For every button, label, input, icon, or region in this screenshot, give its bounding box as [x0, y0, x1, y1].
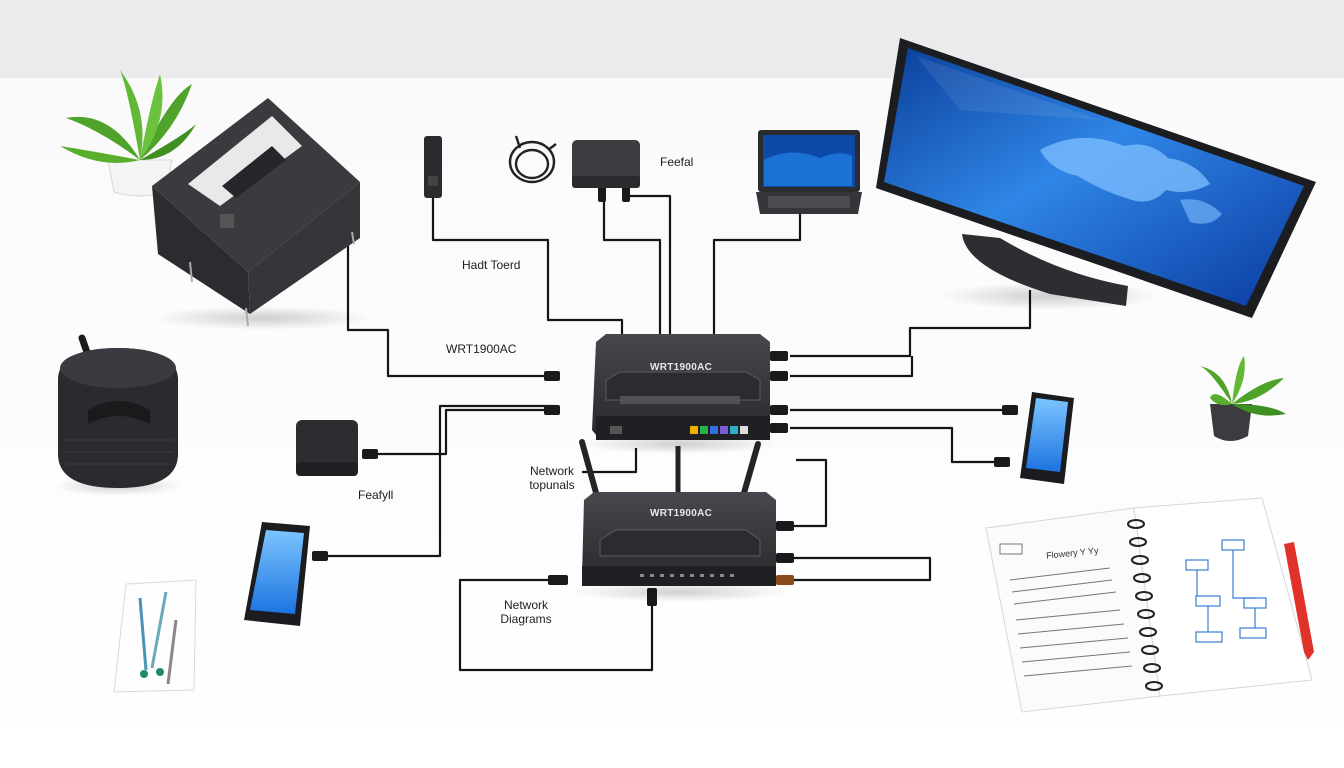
router-bottom-brand: WRT1900AC: [650, 508, 713, 519]
cable-router2-right-b: [790, 556, 932, 582]
cable-monitor-b: [790, 356, 914, 378]
cable-power-adapter: [431, 198, 624, 338]
monitor: [876, 38, 1316, 318]
cable-monitor-a: [790, 290, 1032, 358]
spiral-notebook: [985, 497, 1314, 713]
cable-router2-right-a: [790, 458, 828, 528]
router-bottom: [570, 439, 790, 602]
label-top-right: Feefal: [660, 155, 694, 169]
laptop: [756, 130, 862, 214]
label-hub-caption: Feafyll: [358, 488, 394, 502]
router-top: [580, 334, 780, 454]
cable-left-phone: [318, 404, 556, 558]
cable-printer: [346, 240, 556, 378]
network-switch: [572, 140, 640, 188]
coiled-cable: [508, 135, 557, 184]
smartphone-right: [1020, 392, 1074, 484]
cable-router-link-a: [582, 448, 638, 474]
smart-speaker: [54, 334, 182, 496]
cable-right-phone-b: [790, 426, 1000, 464]
printer-cube: [152, 98, 372, 330]
router-top-brand: WRT1900AC: [650, 362, 713, 373]
label-router-left: WRT1900AC: [446, 342, 517, 356]
cable-switch-a: [602, 190, 662, 336]
smartphone-left: [244, 522, 310, 626]
power-adapter: [424, 136, 442, 198]
potted-plant-right: [1200, 356, 1286, 441]
back-wall: [0, 0, 1344, 78]
cable-loop: [458, 578, 654, 672]
cable-hub: [378, 408, 556, 456]
usb-hub: [296, 420, 358, 476]
cable-laptop: [712, 210, 802, 336]
label-left-mid: Hadt Toerd: [462, 258, 521, 272]
cable-switch-b: [628, 194, 672, 336]
label-network-diagrams: Network Diagrams: [500, 598, 552, 626]
label-network-tools: Network topunals: [529, 464, 575, 492]
notepad-with-pens: [113, 579, 197, 693]
